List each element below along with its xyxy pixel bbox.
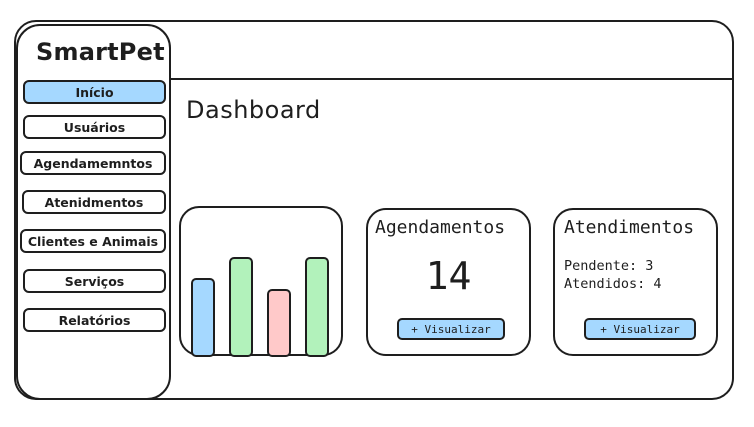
bar-2 xyxy=(229,257,253,357)
atendimentos-view-button[interactable]: + Visualizar xyxy=(584,318,696,340)
agendamentos-view-button[interactable]: + Visualizar xyxy=(397,318,505,340)
bar-1 xyxy=(191,278,215,357)
sidebar-item-agendamentos[interactable]: Agendamemntos xyxy=(20,151,166,175)
sidebar-item-clientes-animais[interactable]: Clientes e Animais xyxy=(20,229,166,253)
chart-card xyxy=(179,206,343,357)
atendimentos-title: Atendimentos xyxy=(564,217,695,238)
app-logo: SmartPet xyxy=(36,38,165,66)
agendamentos-card: Agendamentos 14 + Visualizar xyxy=(366,208,531,356)
sidebar-item-relatorios[interactable]: Relatórios xyxy=(23,308,166,332)
bar-chart xyxy=(189,221,329,357)
bar-4 xyxy=(305,257,329,357)
sidebar-item-atendimentos[interactable]: Atenidmentos xyxy=(22,190,166,214)
atendimentos-card: Atendimentos Pendente: 3 Atendidos: 4 + … xyxy=(553,208,718,356)
page-title: Dashboard xyxy=(186,96,321,124)
sidebar-item-inicio[interactable]: Início xyxy=(23,80,166,104)
sidebar-item-usuarios[interactable]: Usuários xyxy=(23,115,166,139)
agendamentos-title: Agendamentos xyxy=(375,217,506,238)
header-divider xyxy=(168,78,734,80)
atendimentos-attended: Atendidos: 4 xyxy=(564,276,662,292)
agendamentos-count: 14 xyxy=(425,254,472,298)
atendimentos-pending: Pendente: 3 xyxy=(564,258,654,274)
bar-3 xyxy=(267,289,291,357)
app-window xyxy=(14,20,734,400)
sidebar-item-servicos[interactable]: Serviços xyxy=(23,269,166,293)
